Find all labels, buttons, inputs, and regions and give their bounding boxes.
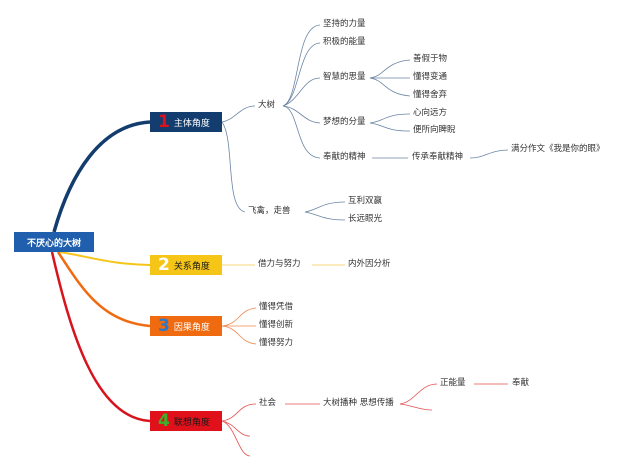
branch-1-number: 1 [158, 112, 170, 132]
topic-shequ[interactable]: 懂得舍弃 [413, 90, 448, 100]
branch-2-label: 关系角度 [173, 261, 210, 272]
topic-biantong[interactable]: 懂得变通 [413, 72, 448, 82]
topic-neiwai[interactable]: 内外因分析 [348, 259, 391, 269]
topic-bozhong[interactable]: 大树播种 思想传播 [323, 398, 394, 408]
branch-3-node[interactable]: 3 因果角度 [150, 316, 222, 336]
topic-zhengnengliang[interactable]: 正能量 [440, 378, 466, 388]
topic-shanjia[interactable]: 善假于物 [413, 54, 448, 64]
root-label: 不厌心的大树 [26, 238, 81, 249]
topic-manfen-zuowen[interactable]: 满分作文《我是你的眼》 [511, 144, 605, 154]
branch-2-link [59, 251, 151, 266]
branch-4-link [50, 251, 151, 423]
branch-3-link [56, 251, 151, 328]
topic-xinxiang[interactable]: 心向远方 [413, 108, 448, 118]
branch-2-node[interactable]: 2 关系角度 [150, 255, 222, 275]
branch-1-link [52, 120, 151, 233]
topic-chuancheng[interactable]: 传承奉献精神 [412, 152, 464, 162]
branch-4-number: 4 [158, 411, 170, 431]
topic-fengxian-jingshen[interactable]: 奉献的精神 [323, 152, 366, 162]
root-node[interactable]: 不厌心的大树 [14, 232, 94, 252]
topic-jiji[interactable]: 积极的能量 [323, 37, 366, 47]
topic-changyuan[interactable]: 长远眼光 [348, 214, 383, 224]
branch-1-node[interactable]: 1 主体角度 [150, 112, 222, 132]
topic-dashu[interactable]: 大树 [258, 100, 276, 110]
topic-pingjie[interactable]: 懂得凭借 [259, 302, 294, 312]
branch-3-label: 因果角度 [173, 322, 210, 333]
topic-biansuo[interactable]: 便所向睥睨 [413, 125, 456, 135]
branch-1-label: 主体角度 [173, 118, 210, 129]
topic-chuangxin[interactable]: 懂得创新 [259, 320, 294, 330]
branch-4-label: 联想角度 [173, 417, 210, 428]
topic-mengxiang[interactable]: 梦想的分量 [323, 117, 366, 127]
branch-4-node[interactable]: 4 联想角度 [150, 411, 222, 431]
topic-fengxian[interactable]: 奉献 [512, 378, 530, 388]
topic-jianchi[interactable]: 坚持的力量 [323, 19, 366, 29]
topic-feiqin[interactable]: 飞禽，走兽 [248, 206, 291, 216]
branch-3-number: 3 [158, 316, 170, 336]
topic-shehui[interactable]: 社会 [259, 398, 277, 408]
topic-jieli[interactable]: 借力与努力 [258, 259, 301, 269]
topic-zhihui[interactable]: 智慧的思量 [323, 72, 366, 82]
topic-nuli[interactable]: 懂得努力 [259, 338, 294, 348]
branch-2-number: 2 [158, 255, 170, 275]
topic-huli[interactable]: 互利双赢 [348, 196, 383, 206]
